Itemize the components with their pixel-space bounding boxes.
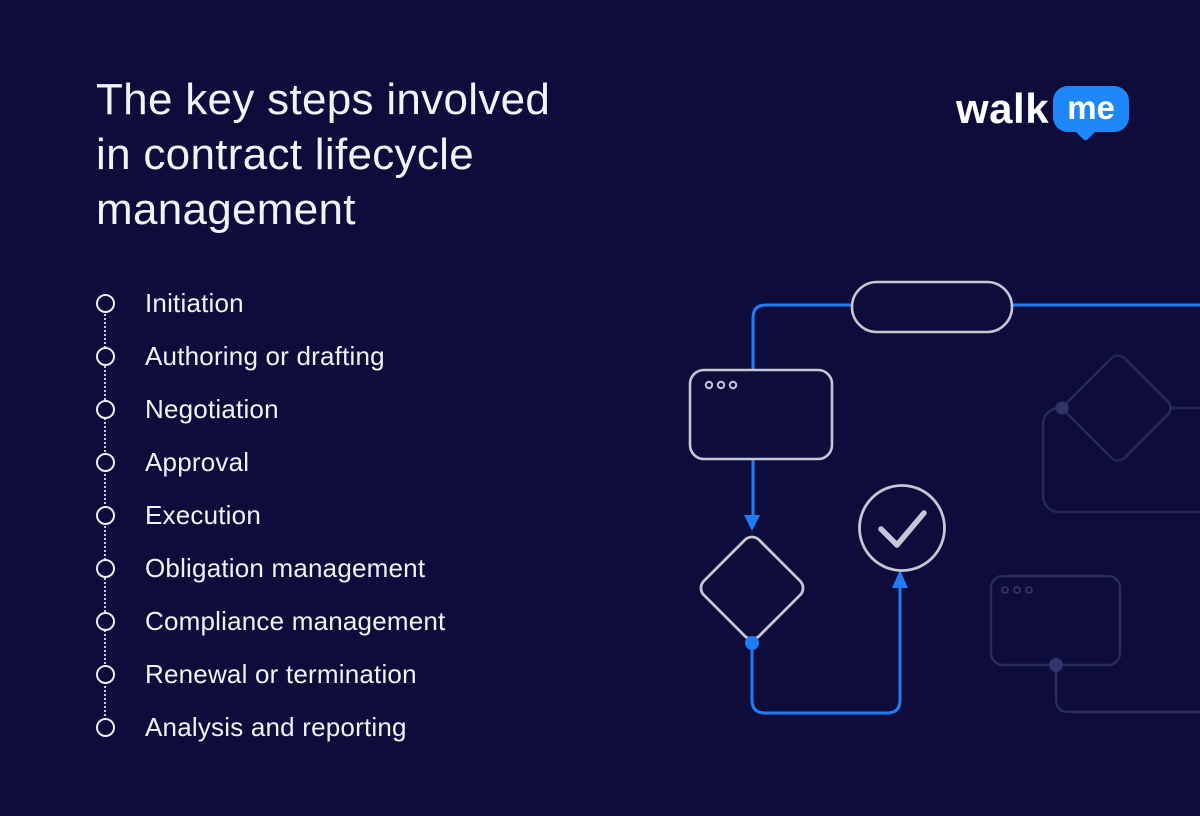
check-icon <box>878 510 927 548</box>
window-dot-icon <box>716 380 726 390</box>
step-bullet-circle-icon <box>96 611 115 631</box>
walkme-logo-me-text: me <box>1067 89 1115 126</box>
step-bullet-circle-icon <box>96 293 115 313</box>
walkme-logo-speech-bubble-icon: me <box>1053 86 1130 132</box>
window-dot-icon <box>1001 586 1009 594</box>
faded-node-dot-icon <box>1049 658 1063 672</box>
step-label: Initiation <box>145 287 244 318</box>
list-item: Execution <box>96 500 445 530</box>
window-dot-icon <box>1013 586 1021 594</box>
step-bullet-circle-icon <box>96 717 115 737</box>
step-bullet-circle-icon <box>96 558 115 578</box>
step-label: Authoring or drafting <box>145 340 385 371</box>
window-dot-icon <box>704 380 714 390</box>
title-line-3: management <box>96 185 356 234</box>
faded-node-dot-icon <box>1055 401 1069 415</box>
list-item: Renewal or termination <box>96 659 445 689</box>
step-bullet-circle-icon <box>96 399 115 419</box>
list-item: Initiation <box>96 288 445 318</box>
walkme-logo: walk me <box>956 85 1130 132</box>
steps-list: Initiation Authoring or drafting Negotia… <box>96 288 445 742</box>
window-dot-icon <box>1025 586 1033 594</box>
blue-connector-line <box>750 586 902 715</box>
step-label: Approval <box>145 446 250 477</box>
faded-diamond-icon <box>1064 354 1172 462</box>
page-title: The key steps involved in contract lifec… <box>96 72 550 237</box>
list-item: Analysis and reporting <box>96 712 445 742</box>
step-bullet-circle-icon <box>96 346 115 366</box>
decision-diamond-icon <box>699 535 805 641</box>
list-item: Approval <box>96 447 445 477</box>
list-item: Obligation management <box>96 553 445 583</box>
step-bullet-circle-icon <box>96 452 115 472</box>
step-label: Execution <box>145 499 261 530</box>
step-label: Negotiation <box>145 393 279 424</box>
arrow-down-icon <box>744 515 760 531</box>
step-label: Obligation management <box>145 552 426 583</box>
step-label: Compliance management <box>145 605 446 636</box>
title-line-2: in contract lifecycle <box>96 130 475 179</box>
step-label: Renewal or termination <box>145 658 417 689</box>
arrow-up-icon <box>892 570 908 588</box>
faded-browser-window-icon <box>989 574 1122 667</box>
title-line-1: The key steps involved <box>96 75 551 124</box>
blue-connector-line <box>751 303 1200 517</box>
faded-connector-line <box>1054 666 1200 714</box>
walkme-logo-walk-text: walk <box>956 85 1050 132</box>
step-label: Analysis and reporting <box>145 711 407 742</box>
blue-node-dot-icon <box>745 636 759 650</box>
browser-window-icon <box>688 368 834 461</box>
pill-node-icon <box>850 280 1014 334</box>
step-bullet-circle-icon <box>96 664 115 684</box>
list-item: Authoring or drafting <box>96 341 445 371</box>
window-dot-icon <box>728 380 738 390</box>
list-item: Compliance management <box>96 606 445 636</box>
step-bullet-circle-icon <box>96 505 115 525</box>
check-circle-icon <box>858 484 946 572</box>
list-item: Negotiation <box>96 394 445 424</box>
